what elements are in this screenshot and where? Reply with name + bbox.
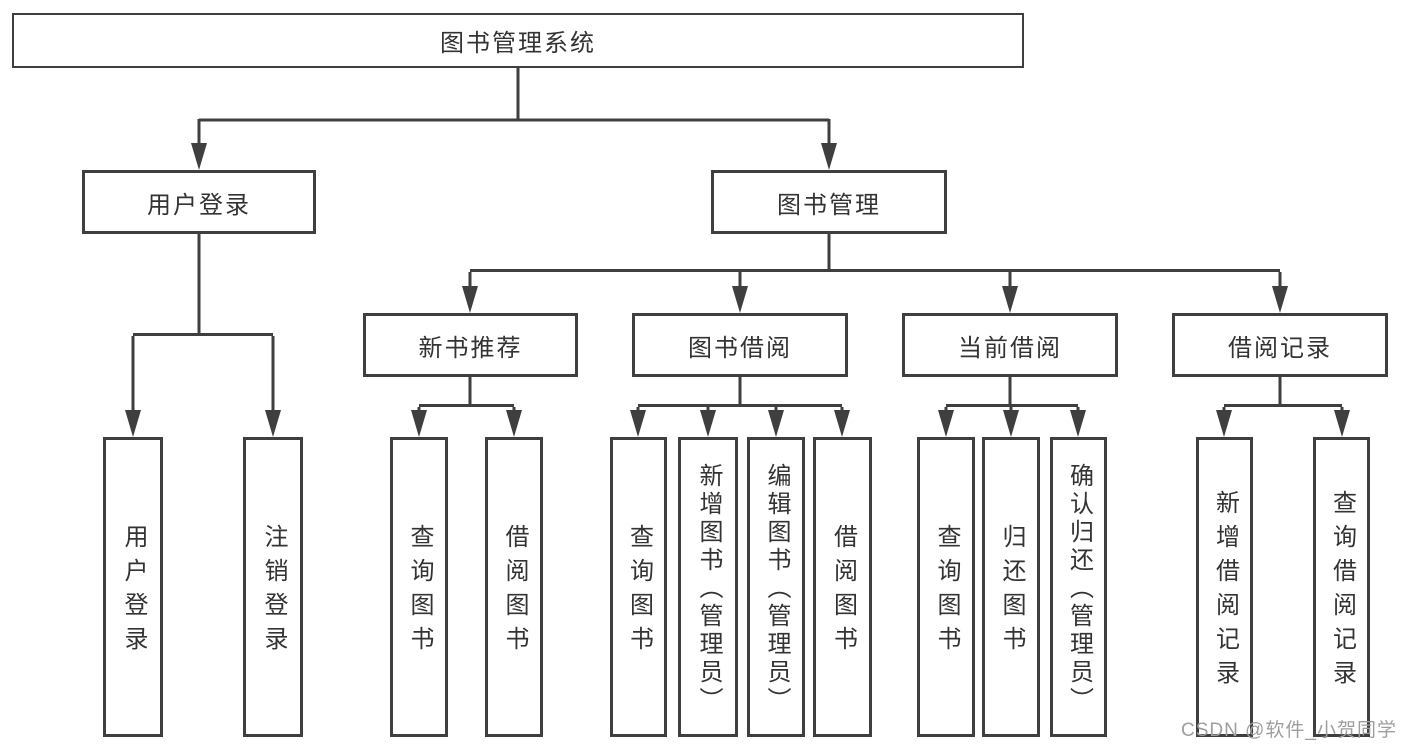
csdn-watermark: CSDN @软件_小贺同学 [1181,720,1397,741]
node-current-borrow-label: 当前借阅 [958,334,1062,362]
leaf-borrow-books-2-label: 借阅图书 [829,524,857,660]
node-book-borrow-label: 图书借阅 [688,334,792,362]
node-book-borrow: 图书借阅 [632,313,848,377]
leaf-edit-books-admin-label: 编辑图书（管理员） [763,463,790,715]
leaf-query-books-2-label: 查询图书 [625,524,653,660]
leaf-add-borrow-record-label: 新增借阅记录 [1211,490,1239,694]
leaf-query-books-2: 查询图书 [610,437,667,737]
node-root: 图书管理系统 [12,13,1024,68]
leaf-confirm-return-admin: 确认归还（管理员） [1050,437,1107,737]
leaf-add-books-admin: 新增图书（管理员） [678,437,738,737]
leaf-user-login: 用户登录 [103,437,163,737]
leaf-add-books-admin-label: 新增图书（管理员） [695,463,722,715]
leaf-query-borrow-record-label: 查询借阅记录 [1328,490,1356,694]
leaf-borrow-books-2: 借阅图书 [813,437,872,737]
leaf-query-books-3: 查询图书 [917,437,975,737]
node-book-management: 图书管理 [711,170,947,234]
node-root-label: 图书管理系统 [440,30,596,57]
node-book-management-label: 图书管理 [777,191,881,219]
leaf-query-books-3-label: 查询图书 [933,524,960,660]
arrowheads [125,143,1350,437]
node-borrow-records: 借阅记录 [1172,313,1388,377]
leaf-add-borrow-record: 新增借阅记录 [1196,437,1253,737]
node-new-book-recommend: 新书推荐 [363,313,578,377]
leaf-return-books: 归还图书 [982,437,1040,737]
leaf-confirm-return-admin-label: 确认归还（管理员） [1065,463,1093,715]
node-current-borrow: 当前借阅 [902,313,1118,377]
leaf-query-borrow-record: 查询借阅记录 [1313,437,1370,737]
node-borrow-records-label: 借阅记录 [1228,334,1332,362]
leaf-return-books-label: 归还图书 [998,524,1025,660]
leaf-query-books-1: 查询图书 [390,437,448,737]
node-new-book-recommend-label: 新书推荐 [418,334,523,362]
connector-stems [131,68,1344,419]
leaf-logout-label: 注销登录 [260,524,287,660]
node-user-login: 用户登录 [82,170,316,234]
leaf-borrow-books-1: 借阅图书 [485,437,543,737]
leaf-edit-books-admin: 编辑图书（管理员） [747,437,805,737]
leaf-user-login-label: 用户登录 [120,524,147,660]
leaf-borrow-books-1-label: 借阅图书 [501,524,528,660]
node-user-login-label: 用户登录 [147,191,251,219]
leaf-logout: 注销登录 [243,437,303,737]
leaf-query-books-1-label: 查询图书 [406,524,433,660]
